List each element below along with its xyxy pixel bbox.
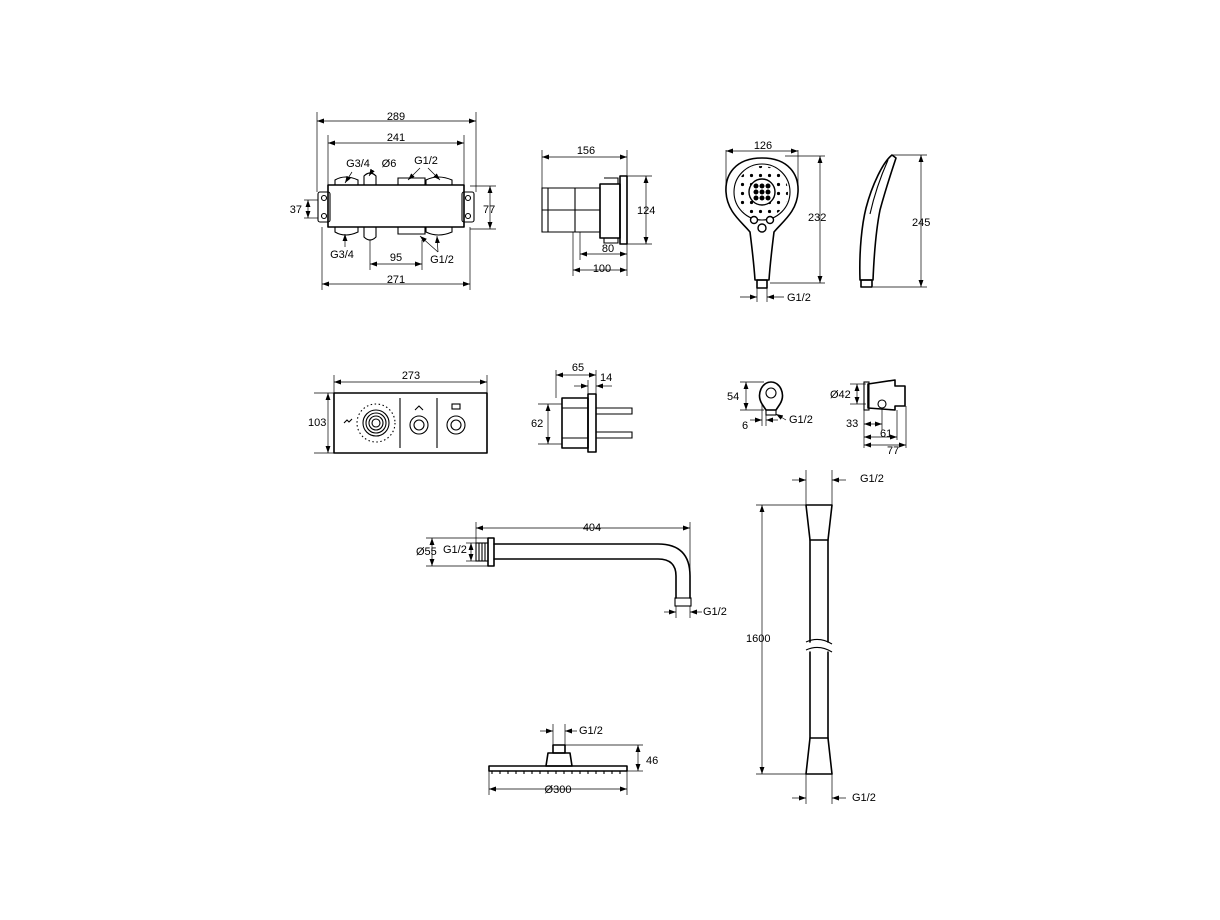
dim-46: 46 xyxy=(646,755,658,767)
dim-62: 62 xyxy=(531,418,543,430)
label-g34-bottom: G3/4 xyxy=(330,249,354,261)
thermostat-knob xyxy=(362,409,390,437)
label-g34-top: G3/4 xyxy=(346,158,370,170)
box-right-bracket xyxy=(461,191,475,223)
label-g12-hand: G1/2 xyxy=(787,292,811,304)
hose-bottom-nut xyxy=(805,737,833,775)
control-panel-front-view: 273 103 xyxy=(308,370,488,454)
outlet-connector-left xyxy=(334,227,359,236)
diverter-knob-2 xyxy=(446,415,466,435)
hand-shower-icon xyxy=(414,405,424,411)
hose-top-nut xyxy=(805,504,833,541)
inlet-connector-right xyxy=(425,176,453,185)
head-connector xyxy=(552,744,566,754)
hand-shower-side-outline xyxy=(859,154,897,281)
thermostat-scale xyxy=(356,403,396,443)
wall-outlet-body xyxy=(758,381,784,411)
dim-100: 100 xyxy=(593,263,611,275)
box-left-bracket xyxy=(317,191,331,223)
mount-tab-bottom xyxy=(363,227,377,241)
panel-side-rods xyxy=(596,407,633,439)
dim-289: 289 xyxy=(387,111,405,123)
head-swivel xyxy=(545,752,573,767)
panel-plate xyxy=(333,392,488,454)
dim-33: 33 xyxy=(846,418,858,430)
dim-95: 95 xyxy=(390,252,402,264)
dim-124: 124 xyxy=(637,205,655,217)
dim-6: 6 xyxy=(742,420,748,432)
arm-tube xyxy=(493,543,691,599)
spray-face xyxy=(733,163,791,221)
dim-404: 404 xyxy=(583,522,601,534)
dim-273: 273 xyxy=(402,370,420,382)
dim-241: 241 xyxy=(387,132,405,144)
outlet-connector-right xyxy=(425,227,453,236)
dim-77-holder: 77 xyxy=(887,445,899,457)
temperature-icon xyxy=(343,418,353,424)
concealed-box-side-view: 156 124 80 100 xyxy=(541,145,655,276)
box-side-flange xyxy=(599,183,621,239)
label-g12-arm-end: G1/2 xyxy=(703,606,727,618)
dim-80: 80 xyxy=(602,243,614,255)
head-plate xyxy=(488,765,628,772)
label-g12-outlet: G1/2 xyxy=(789,414,813,426)
box-side-plate xyxy=(619,175,628,245)
label-g12-hose-top: G1/2 xyxy=(860,473,884,485)
dim-103: 103 xyxy=(308,417,326,429)
label-g12-head: G1/2 xyxy=(579,725,603,737)
box-body xyxy=(327,184,465,228)
label-phi300: Ø300 xyxy=(545,784,572,796)
dim-1600: 1600 xyxy=(746,633,770,645)
overhead-shower-view: G1/2 46 Ø300 xyxy=(488,724,658,796)
diverter-knob-1 xyxy=(409,415,429,435)
dim-14: 14 xyxy=(600,372,612,384)
dim-37: 37 xyxy=(290,204,302,216)
control-panel-side-view: 65 14 62 xyxy=(531,362,633,453)
mode-button-center xyxy=(757,223,767,233)
dim-126: 126 xyxy=(754,140,772,152)
label-phi42: Ø42 xyxy=(830,389,851,401)
dim-271: 271 xyxy=(387,274,405,286)
holder-body xyxy=(867,379,906,411)
panel-side-plate xyxy=(587,393,597,453)
outlet-block-bottom xyxy=(397,227,426,235)
wall-outlet-view: 54 6 G1/2 xyxy=(727,381,813,432)
label-phi55: Ø55 xyxy=(416,546,437,558)
mode-button-left xyxy=(749,215,759,225)
shower-arm-view: 404 Ø55 G1/2 G1/2 xyxy=(416,522,727,618)
label-g12-arm-wall: G1/2 xyxy=(443,544,467,556)
dim-61: 61 xyxy=(880,428,892,440)
dim-65: 65 xyxy=(572,362,584,374)
dim-77: 77 xyxy=(483,204,495,216)
hand-shower-side-view: 245 xyxy=(859,154,930,288)
outlet-block-top xyxy=(397,177,426,185)
concealed-box-front-view: 289 241 G3/4 Ø6 G1/2 37 77 G3/4 95 G1/2 … xyxy=(290,111,496,290)
label-g12-hose-bottom: G1/2 xyxy=(852,792,876,804)
label-phi6: Ø6 xyxy=(382,158,397,170)
dim-54: 54 xyxy=(727,391,739,403)
arm-wall-flange xyxy=(487,537,495,567)
head-shower-icon xyxy=(451,403,461,410)
dim-156: 156 xyxy=(577,145,595,157)
label-g12-bottom: G1/2 xyxy=(430,254,454,266)
panel-side-knob-body xyxy=(561,397,589,449)
label-g12-top: G1/2 xyxy=(414,155,438,167)
shower-hose-view: G1/2 1600 G1/2 xyxy=(746,470,884,804)
mode-button-right xyxy=(765,215,775,225)
hose-lower-segment xyxy=(809,651,829,739)
dim-245: 245 xyxy=(912,217,930,229)
hose-upper-segment xyxy=(809,539,829,643)
shower-holder-view: Ø42 33 61 77 xyxy=(830,379,907,457)
dim-232: 232 xyxy=(808,212,826,224)
hand-shower-front-view: 126 232 G1/2 xyxy=(725,140,826,304)
